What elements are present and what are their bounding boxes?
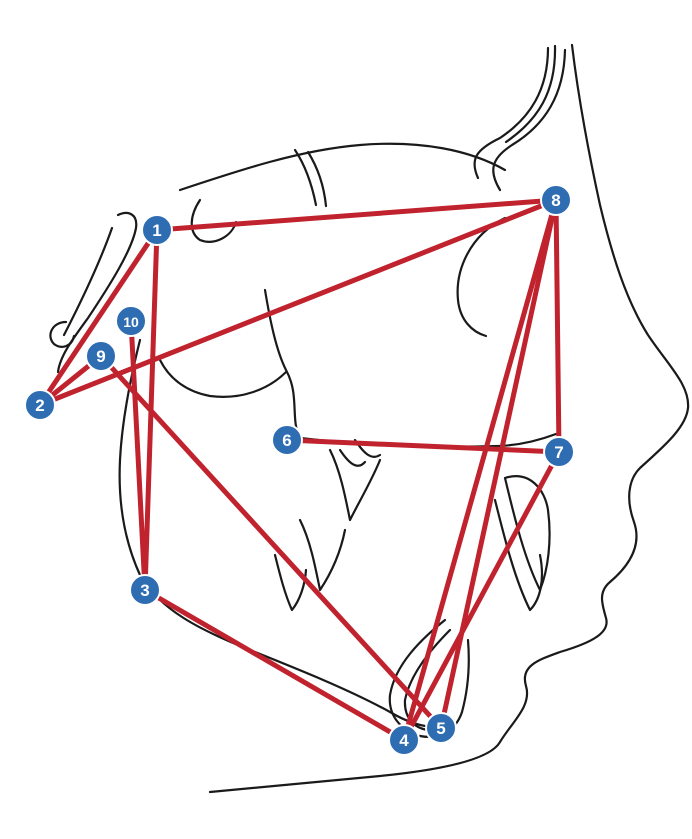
landmark-9: 9: [86, 341, 116, 371]
cranial-base: [180, 144, 505, 190]
connection-7-4: [404, 452, 559, 740]
landmark-label: 8: [551, 191, 560, 210]
measurement-lines: [40, 200, 559, 740]
landmark-label: 7: [554, 443, 563, 462]
landmark-label: 6: [282, 431, 291, 450]
landmark-1: 1: [142, 215, 172, 245]
landmark-label: 4: [399, 731, 409, 750]
landmark-3: 3: [130, 575, 160, 605]
molar-upper: [330, 450, 380, 520]
landmark-label: 5: [436, 719, 445, 738]
landmark-label: 10: [123, 314, 139, 330]
landmark-8: 8: [541, 185, 571, 215]
landmark-label: 3: [140, 581, 149, 600]
connection-10-3: [131, 321, 145, 590]
landmark-10: 10: [116, 306, 146, 336]
landmark-label: 1: [152, 221, 161, 240]
connection-8-4: [404, 200, 556, 740]
connection-6-7: [287, 440, 559, 452]
connection-8-7: [556, 200, 559, 452]
connection-3-4: [145, 590, 404, 740]
mastoid-loop: [50, 322, 74, 347]
landmark-2: 2: [25, 390, 55, 420]
sella-contour: [192, 200, 236, 242]
landmark-4: 4: [389, 725, 419, 755]
mandible-inner: [160, 360, 286, 397]
connection-9-5: [101, 356, 441, 728]
landmark-label: 9: [96, 347, 105, 366]
landmark-5: 5: [426, 713, 456, 743]
orbit-upper-2: [308, 152, 326, 206]
landmark-7: 7: [544, 437, 574, 467]
landmark-6: 6: [272, 425, 302, 455]
skull-profile-sketch: [50, 45, 688, 792]
landmark-label: 2: [35, 396, 44, 415]
